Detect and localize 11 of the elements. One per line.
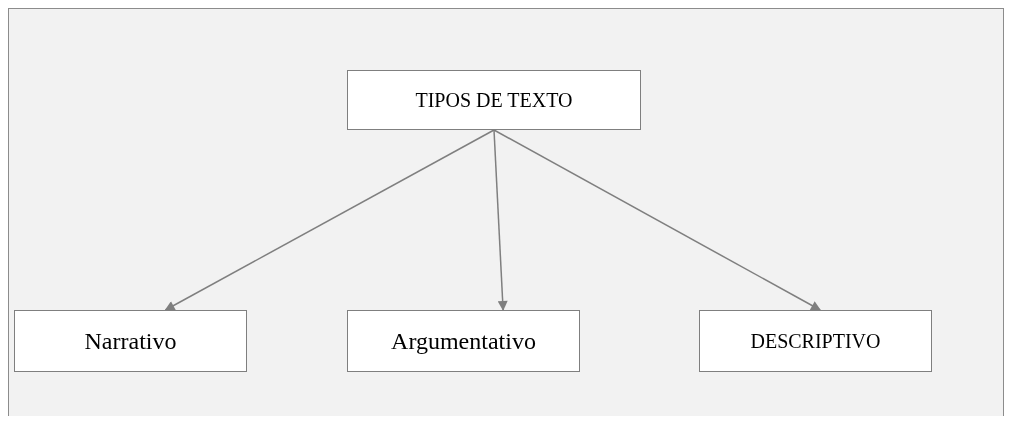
text-box <box>699 310 932 372</box>
arrow <box>493 129 822 311</box>
text-box <box>347 310 580 372</box>
box-label: DESCRIPTIVO <box>750 329 881 354</box>
text-box <box>14 310 247 372</box>
arrow <box>493 129 508 311</box>
box-label: TIPOS DE TEXTO <box>415 88 573 113</box>
box-label: Argumentativo <box>391 327 536 356</box>
text-box <box>347 70 641 130</box>
box-label: Narrativo <box>84 327 177 356</box>
arrow <box>164 129 495 311</box>
